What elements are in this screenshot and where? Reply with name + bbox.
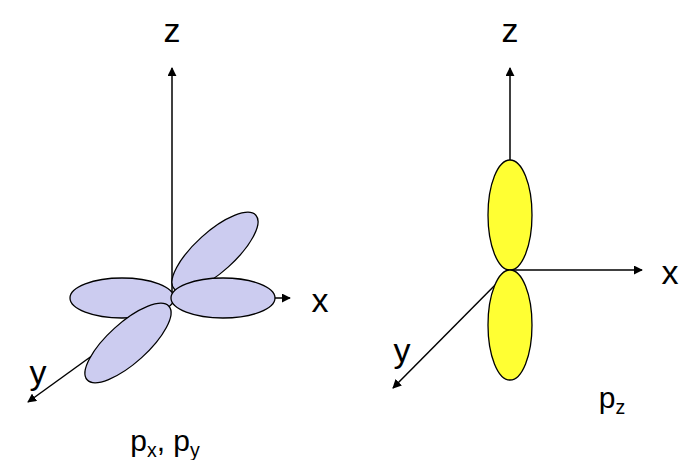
axis-label: z <box>502 13 519 47</box>
pz-orbital <box>488 160 532 380</box>
axis-label: y <box>394 333 411 367</box>
px-py-orbital <box>70 200 275 394</box>
orbital-caption: pz <box>599 383 625 413</box>
axis-label: z <box>164 13 181 47</box>
axis-label: y <box>30 355 47 389</box>
axes-right <box>393 68 642 388</box>
orbital-caption: px, py <box>130 426 200 456</box>
axis-label: x <box>662 255 679 289</box>
axis-label: x <box>312 283 329 317</box>
axes-left <box>28 68 290 402</box>
